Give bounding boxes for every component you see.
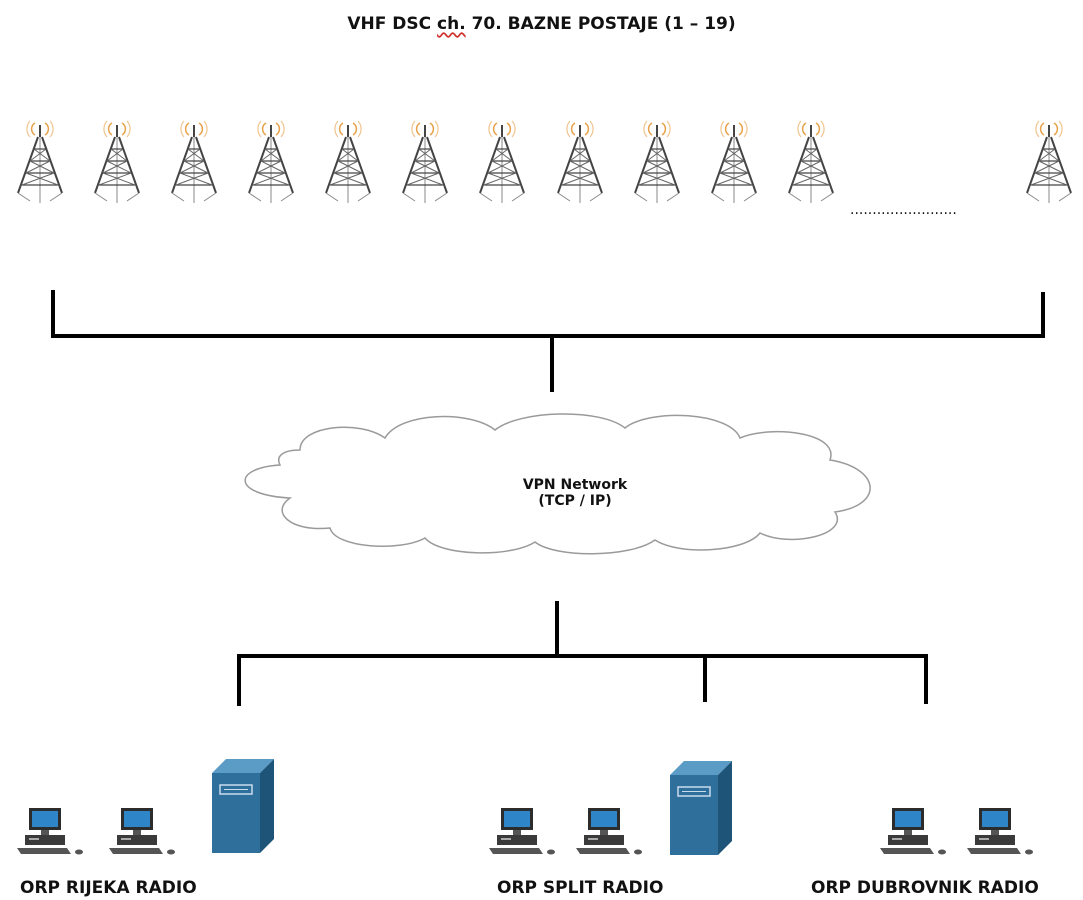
radio-tower-icon xyxy=(1026,120,1072,204)
radio-tower-icon xyxy=(788,120,834,204)
workstation-icon xyxy=(967,808,1033,855)
radio-tower-icon xyxy=(402,120,448,204)
workstation-icon xyxy=(17,808,83,855)
radio-tower-icon xyxy=(711,120,757,204)
workstation-icon xyxy=(489,808,555,855)
radio-tower-icon xyxy=(171,120,217,204)
site-label-rijeka: ORP RIJEKA RADIO xyxy=(20,878,197,898)
radio-tower-icon xyxy=(17,120,63,204)
radio-tower-icon xyxy=(634,120,680,204)
workstation-icon xyxy=(109,808,175,855)
site-label-dubrovnik: ORP DUBROVNIK RADIO xyxy=(811,878,1039,898)
more-stations-ellipsis: ........................ xyxy=(850,202,957,218)
title-underlined-word: ch. xyxy=(437,14,466,34)
title-suffix: 70. BAZNE POSTAJE (1 – 19) xyxy=(465,14,736,34)
radio-tower-icon xyxy=(557,120,603,204)
network-protocol: (TCP / IP) xyxy=(538,493,611,509)
title-prefix: VHF DSC xyxy=(347,14,438,34)
site-bus xyxy=(237,601,928,706)
server-icon xyxy=(669,760,733,856)
site-label-split: ORP SPLIT RADIO xyxy=(497,878,664,898)
radio-tower-icon xyxy=(325,120,371,204)
workstation-icon xyxy=(880,808,946,855)
radio-tower-icon xyxy=(248,120,294,204)
server-icon xyxy=(211,758,275,854)
workstation-icon xyxy=(576,808,642,855)
cloud-icon xyxy=(244,413,871,555)
radio-tower-icon xyxy=(94,120,140,204)
network-name: VPN Network xyxy=(523,477,628,493)
tower-bus xyxy=(51,290,1045,392)
base-station-towers xyxy=(17,120,1072,204)
site-equipment xyxy=(17,758,1033,856)
diagram-title: VHF DSC ch. 70. BAZNE POSTAJE (1 – 19) xyxy=(0,14,1083,34)
radio-tower-icon xyxy=(479,120,525,204)
